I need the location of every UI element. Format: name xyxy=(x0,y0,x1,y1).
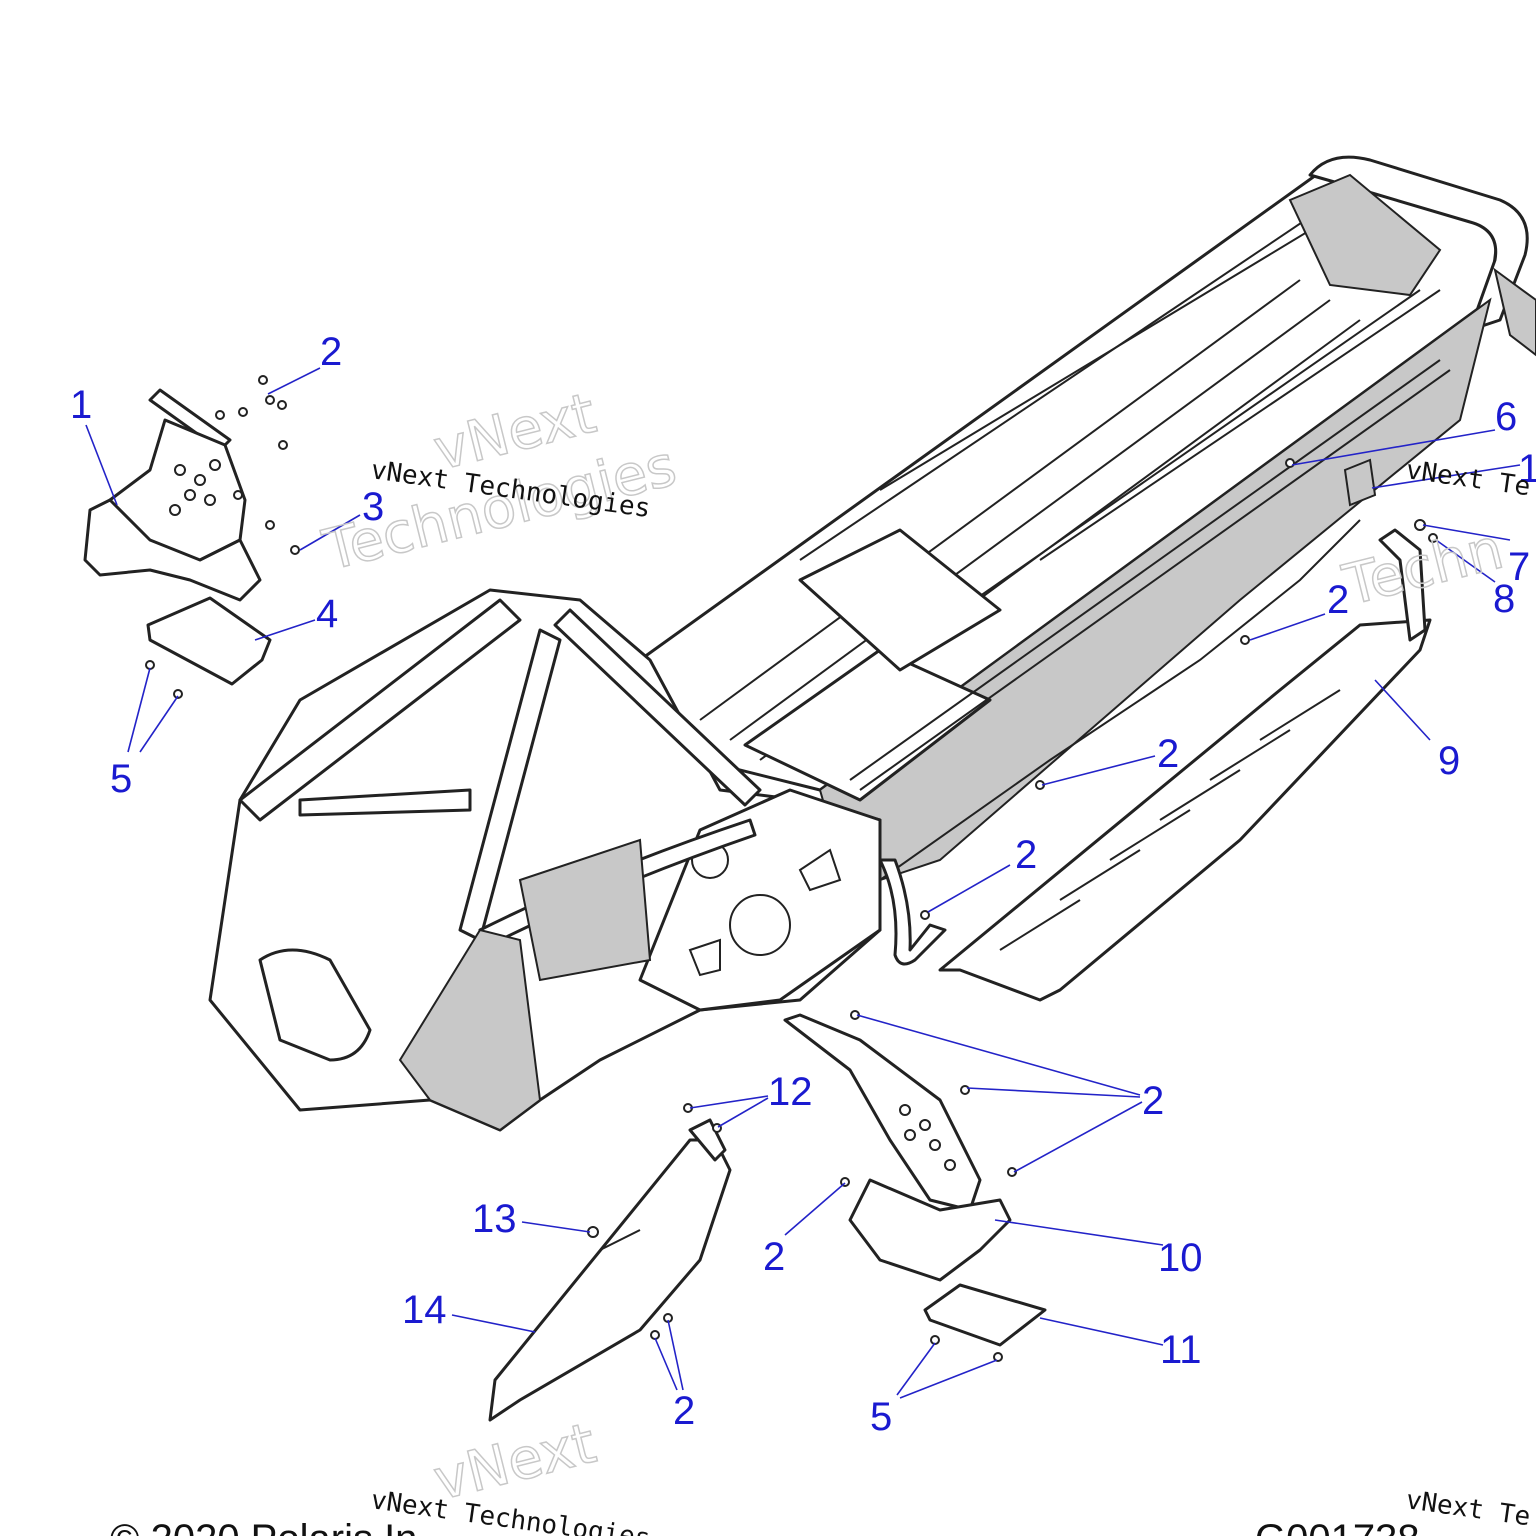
part-1-bracket xyxy=(83,388,262,602)
footer: © 2020 Polaris In G001738 xyxy=(110,1517,1420,1536)
callout-2-tunnel-mid: 2 xyxy=(1157,732,1179,776)
part-10-bracket xyxy=(783,1013,1012,1282)
callouts: 1 2 3 4 5 6 1 7 8 9 2 2 2 2 2 2 10 11 12… xyxy=(70,330,1536,1439)
callout-13: 13 xyxy=(472,1197,517,1241)
callout-2-tunnel-upper: 2 xyxy=(1327,578,1349,622)
callout-6: 6 xyxy=(1495,395,1517,439)
callout-9: 9 xyxy=(1438,739,1460,783)
fasteners xyxy=(145,375,1438,1362)
part-14-side-panel xyxy=(488,1118,732,1422)
callout-1: 1 xyxy=(70,383,92,427)
callout-4: 4 xyxy=(316,592,338,636)
part-9-running-board xyxy=(938,458,1432,1002)
part-4-plate xyxy=(146,596,272,686)
callout-2-panel: 2 xyxy=(673,1389,695,1433)
drawing-number: G001738 xyxy=(1255,1517,1420,1536)
callout-2-tunnel-lower: 2 xyxy=(1015,833,1037,877)
watermark-brand-4: vNext Te xyxy=(1404,1485,1532,1532)
watermark-brand-2: vNext Te xyxy=(1404,455,1532,502)
callout-10: 10 xyxy=(1158,1236,1203,1280)
callout-1-right: 1 xyxy=(1518,447,1536,491)
callout-14: 14 xyxy=(402,1288,447,1332)
part-11-plate xyxy=(923,1283,1047,1347)
callout-5-left: 5 xyxy=(110,757,132,801)
callout-2-top: 2 xyxy=(320,330,342,374)
chassis-frame xyxy=(208,155,1536,1132)
callout-5-bottom: 5 xyxy=(870,1395,892,1439)
callout-2-bracket-left: 2 xyxy=(763,1235,785,1279)
callout-7: 7 xyxy=(1508,545,1530,589)
copyright-text: © 2020 Polaris In xyxy=(110,1517,417,1536)
callout-8: 8 xyxy=(1493,577,1515,621)
callout-11: 11 xyxy=(1160,1328,1202,1372)
callout-12: 12 xyxy=(768,1070,813,1114)
callout-2-bracket-right: 2 xyxy=(1142,1079,1164,1123)
callout-3: 3 xyxy=(362,485,384,529)
leader-lines xyxy=(85,367,1521,1399)
